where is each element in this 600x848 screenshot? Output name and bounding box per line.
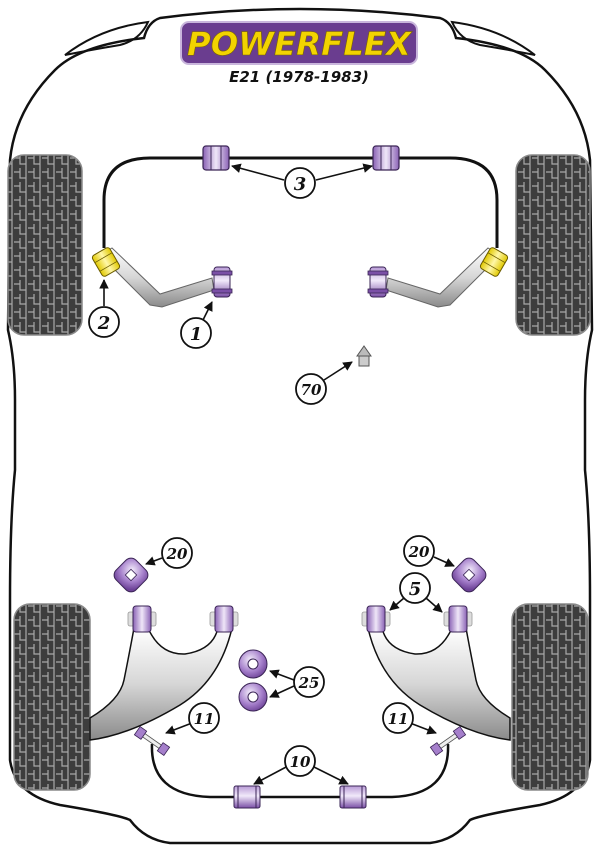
logo-text: POWERFLEX <box>187 25 412 63</box>
arrow-3-right <box>315 163 373 181</box>
diff-mount-lower <box>238 682 268 712</box>
gearbox-mount-insert <box>356 345 372 367</box>
diff-mount-upper <box>238 649 268 679</box>
tyre-rear-right <box>511 603 589 791</box>
callout-5[interactable]: 5 <box>399 572 431 604</box>
callout-1[interactable]: 1 <box>180 317 212 349</box>
tyre-front-left <box>7 154 83 336</box>
front-wishbone-inner-bush-left <box>211 266 233 298</box>
model-subtitle: E21 (1978-1983) <box>229 68 369 86</box>
arrow-3-left <box>231 163 285 181</box>
callout-25[interactable]: 25 <box>293 666 325 698</box>
callout-5-label: 5 <box>409 579 422 600</box>
front-wishbone-left <box>99 247 215 308</box>
rear-trailing-arm-bush-left-inner <box>209 605 239 633</box>
callout-10[interactable]: 10 <box>284 745 316 777</box>
callout-70-label: 70 <box>301 381 322 399</box>
callout-20-left-label: 20 <box>166 545 188 563</box>
arrow-10-left <box>253 765 289 785</box>
front-wishbone-right <box>385 247 501 308</box>
callout-25-label: 25 <box>298 674 320 692</box>
arrow-25-lower <box>269 685 295 698</box>
callout-3-label: 3 <box>294 174 307 195</box>
rear-arb-bush-left <box>233 785 261 809</box>
front-arb-bush-right <box>372 145 400 171</box>
headlamp-right <box>450 20 536 56</box>
callout-20-right[interactable]: 20 <box>403 535 435 567</box>
arrow-11-left <box>165 722 193 735</box>
front-wishbone-outer-bush-right <box>479 247 509 277</box>
callout-20-left[interactable]: 20 <box>161 537 193 569</box>
arrow-25-upper <box>269 669 295 681</box>
tyre-front-right <box>515 154 591 336</box>
front-wishbone-outer-bush-left <box>91 247 121 277</box>
front-arb-bush-left <box>202 145 230 171</box>
rear-trailing-arm-bush-right-inner <box>361 605 391 633</box>
callout-arrows <box>99 163 455 785</box>
arrow-11-right <box>409 722 437 735</box>
arrow-5-left <box>389 597 405 611</box>
arrow-5-right <box>425 597 443 613</box>
arrow-20-left <box>145 556 163 566</box>
rear-subframe-mount-right <box>451 557 487 593</box>
callout-11-left[interactable]: 11 <box>188 702 220 734</box>
callout-1-label: 1 <box>190 324 203 345</box>
callout-10-label: 10 <box>290 753 311 771</box>
powerflex-logo: POWERFLEX <box>180 21 418 65</box>
rear-trailing-arm-left <box>89 627 233 741</box>
rear-subframe-mount-left <box>113 557 149 593</box>
callout-2-label: 2 <box>97 313 111 334</box>
rear-arb-link-right <box>429 726 467 756</box>
front-anti-roll-bar <box>102 156 499 248</box>
arrow-20-right <box>433 556 455 567</box>
rear-anti-roll-bar <box>150 743 450 799</box>
rear-trailing-arm-bush-left-outer <box>127 605 157 633</box>
callout-2[interactable]: 2 <box>88 306 120 338</box>
arrow-1 <box>201 301 213 323</box>
callout-20-right-label: 20 <box>408 543 430 561</box>
front-wishbone-inner-bush-right <box>367 266 389 298</box>
callout-70[interactable]: 70 <box>295 373 327 405</box>
rear-arb-bush-right <box>339 785 367 809</box>
headlamp-left <box>64 20 150 56</box>
rear-arb-link-left <box>133 726 171 756</box>
rear-trailing-arm-bush-right-outer <box>443 605 473 633</box>
callout-3[interactable]: 3 <box>284 167 316 199</box>
callout-11-right-label: 11 <box>388 710 409 728</box>
callout-11-right[interactable]: 11 <box>382 702 414 734</box>
rear-trailing-arm-right <box>367 627 511 741</box>
arrow-70 <box>323 361 353 381</box>
callout-11-left-label: 11 <box>194 710 215 728</box>
tyre-rear-left <box>13 603 91 791</box>
arrow-10-right <box>311 765 349 785</box>
